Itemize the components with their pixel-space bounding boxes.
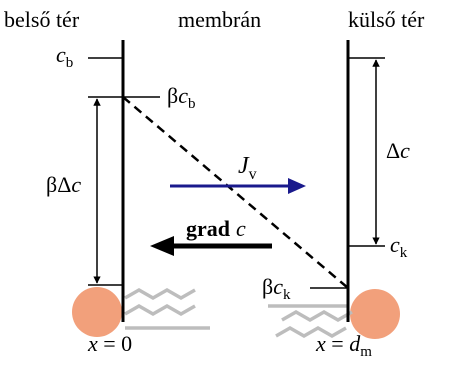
left-wave-1 bbox=[124, 287, 196, 301]
delta-c-label: Δc bbox=[386, 138, 410, 163]
beta-delta-c-label: βΔc bbox=[46, 172, 81, 197]
beta-cb-label: βcb bbox=[167, 83, 195, 112]
concentration-profile-line bbox=[122, 96, 349, 289]
inner-space-label: belső tér bbox=[4, 7, 80, 32]
beta-ck-label: βck bbox=[262, 274, 291, 303]
x-dm-label: x = dm bbox=[315, 331, 372, 360]
right-wave-2 bbox=[281, 309, 353, 323]
x-zero-label: x = 0 bbox=[87, 331, 132, 356]
cb-label: cb bbox=[56, 42, 73, 71]
membrane-label: membrán bbox=[178, 7, 261, 32]
right-wave-3 bbox=[275, 325, 347, 339]
right-particle bbox=[350, 289, 400, 339]
grad-c-arrowhead bbox=[150, 236, 174, 256]
left-particle bbox=[72, 287, 122, 337]
outer-space-label: külső tér bbox=[348, 7, 425, 32]
jv-label: Jv bbox=[238, 153, 257, 183]
left-wave-2 bbox=[124, 303, 196, 317]
jv-flux-arrowhead bbox=[288, 178, 306, 194]
ck-label: ck bbox=[390, 232, 408, 261]
